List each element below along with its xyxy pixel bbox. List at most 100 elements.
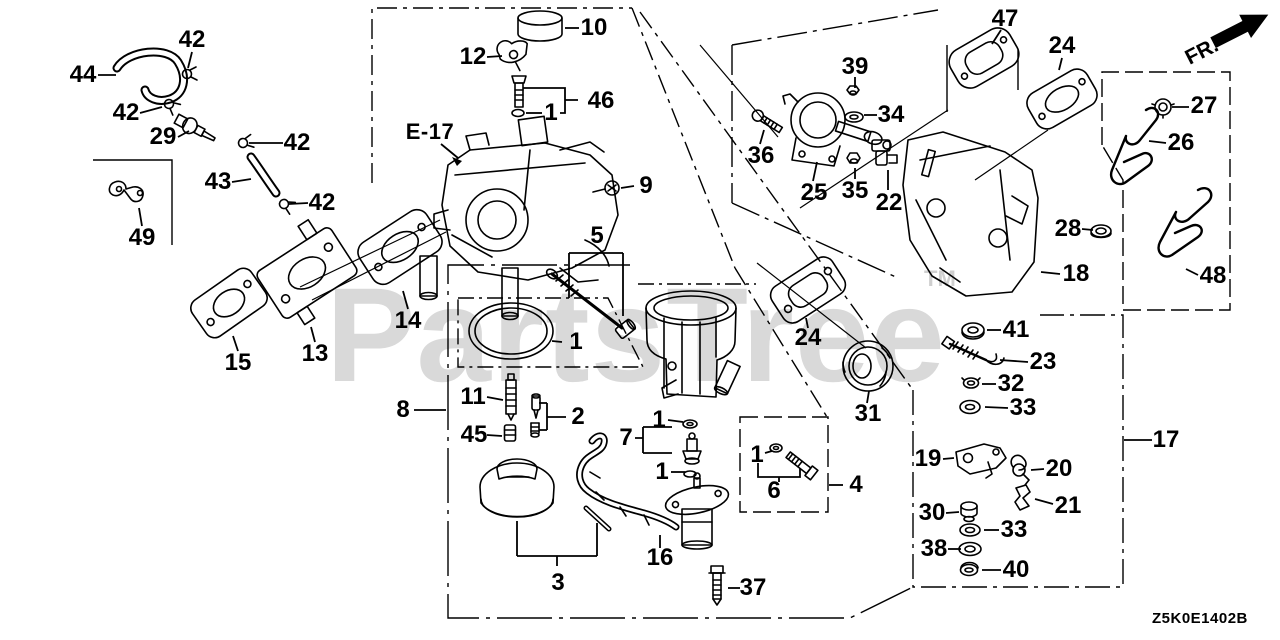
part-drawing-float-3 [479,458,612,532]
part-label-45: 45 [460,421,488,448]
part-drawing-manifold-18 [902,131,1039,297]
part-drawings [108,10,1213,606]
part-label-1: 1 [655,458,669,485]
part-label-3: 3 [551,569,565,596]
diagram-code: Z5K0E1402B [1152,610,1248,627]
part-label-49: 49 [128,224,156,251]
part-drawing-oring-1 [468,302,554,360]
part-drawing-bracket-49 [108,180,144,203]
part-drawing-nut-27 [1151,98,1175,119]
part-drawing-rod-48 [1157,187,1213,258]
part-label-32: 32 [997,370,1025,397]
part-label-23: 23 [1029,348,1057,375]
part-drawing-grommet-40 [959,561,979,577]
part-label-30: 30 [918,499,946,526]
part-label-20: 20 [1045,455,1073,482]
part-label-17: 17 [1152,426,1180,453]
part-label-39: 39 [841,53,869,80]
part-label-42: 42 [112,99,140,126]
part-label-12: 12 [459,43,487,70]
part-drawing-washer-34 [844,111,864,123]
part-drawing-rod-26 [1109,106,1160,186]
part-label-36: 36 [747,142,775,169]
part-label-38: 38 [920,535,948,562]
part-drawing-screw-set-6 [769,443,819,481]
part-drawing-nut-12 [496,39,528,72]
part-label-29: 29 [149,123,177,150]
part-drawing-joint-29 [173,113,216,142]
part-label-10: 10 [580,14,608,41]
part-drawing-bolt-46 [511,75,527,118]
part-label-14: 14 [394,307,422,334]
part-drawing-carburetor-body [419,115,619,321]
part-drawing-nut-32 [961,377,981,389]
part-drawing-nozzle-11 [505,373,517,421]
part-drawing-clip-20 [1010,454,1030,486]
part-drawing-bolt-37 [708,565,726,606]
part-label-33: 33 [1000,516,1028,543]
part-label-1: 1 [544,99,558,126]
part-label-24: 24 [794,324,822,351]
part-label-22: 22 [875,189,903,216]
part-drawing-gasket-15 [190,267,268,339]
watermark-text: PartsTree [326,261,946,410]
part-drawing-nut-39 [846,85,860,96]
group-boundaries [93,7,1231,619]
part-label-31: 31 [854,400,882,427]
part-label-11: 11 [460,383,486,410]
part-drawing-washer-41 [961,322,985,340]
part-drawing-tube-44 [112,47,189,105]
part-label-42: 42 [283,129,311,156]
part-drawing-cup-31 [842,340,894,392]
part-drawing-bushing-28 [1090,224,1112,239]
part-label-44: 44 [69,61,97,88]
part-drawing-spring-23 [941,335,1005,366]
part-label-24: 24 [1048,32,1076,59]
part-label-15: 15 [224,349,252,376]
e17-arrowhead [452,157,462,166]
part-drawing-jet-45 [503,424,517,442]
part-drawing-valve-22 [871,139,898,166]
part-label-19: 19 [914,445,942,472]
leader-lines [98,27,1199,589]
part-drawing-screw-set-5 [545,268,637,340]
part-label-42: 42 [308,189,336,216]
part-drawing-gasket-24b [769,256,847,324]
part-label-34: 34 [877,101,905,128]
part-drawing-washer-33a [959,399,981,415]
part-label-48: 48 [1199,262,1227,289]
part-label-1: 1 [652,406,666,433]
part-label-35: 35 [841,177,869,204]
part-drawing-lever-19 [955,443,1007,479]
part-label-1: 1 [569,328,583,355]
part-drawing-cable-16 [576,432,680,531]
part-label-42: 42 [178,26,206,53]
part-drawing-solenoid-16 [664,472,730,550]
part-drawing-float-chamber [645,290,741,399]
part-drawing-washer-38 [958,541,982,557]
part-drawing-gasket-47 [948,27,1020,89]
part-drawing-insulator-13 [256,218,358,326]
part-drawing-grommet-30 [960,501,978,523]
part-label-5: 5 [590,222,604,249]
part-drawing-pump-25 [782,92,883,167]
part-label-8: 8 [396,396,410,423]
part-label-16: 16 [646,544,674,571]
part-label-40: 40 [1002,556,1030,583]
part-drawing-bolt-36 [751,109,784,134]
part-drawing-clip-21 [1014,484,1031,511]
part-drawing-nut-35 [846,152,861,164]
part-drawing-valve-set-7 [682,419,702,478]
part-drawing-needle-set-2 [530,393,541,438]
part-label-1: 1 [750,441,764,468]
part-drawing-screw-9 [592,180,620,196]
part-label-25: 25 [800,179,828,206]
part-label-18: 18 [1062,260,1090,287]
part-drawing-tube-43 [246,152,281,198]
part-label-33: 33 [1009,394,1037,421]
part-label-7: 7 [619,424,633,451]
part-label-6: 6 [767,477,781,504]
